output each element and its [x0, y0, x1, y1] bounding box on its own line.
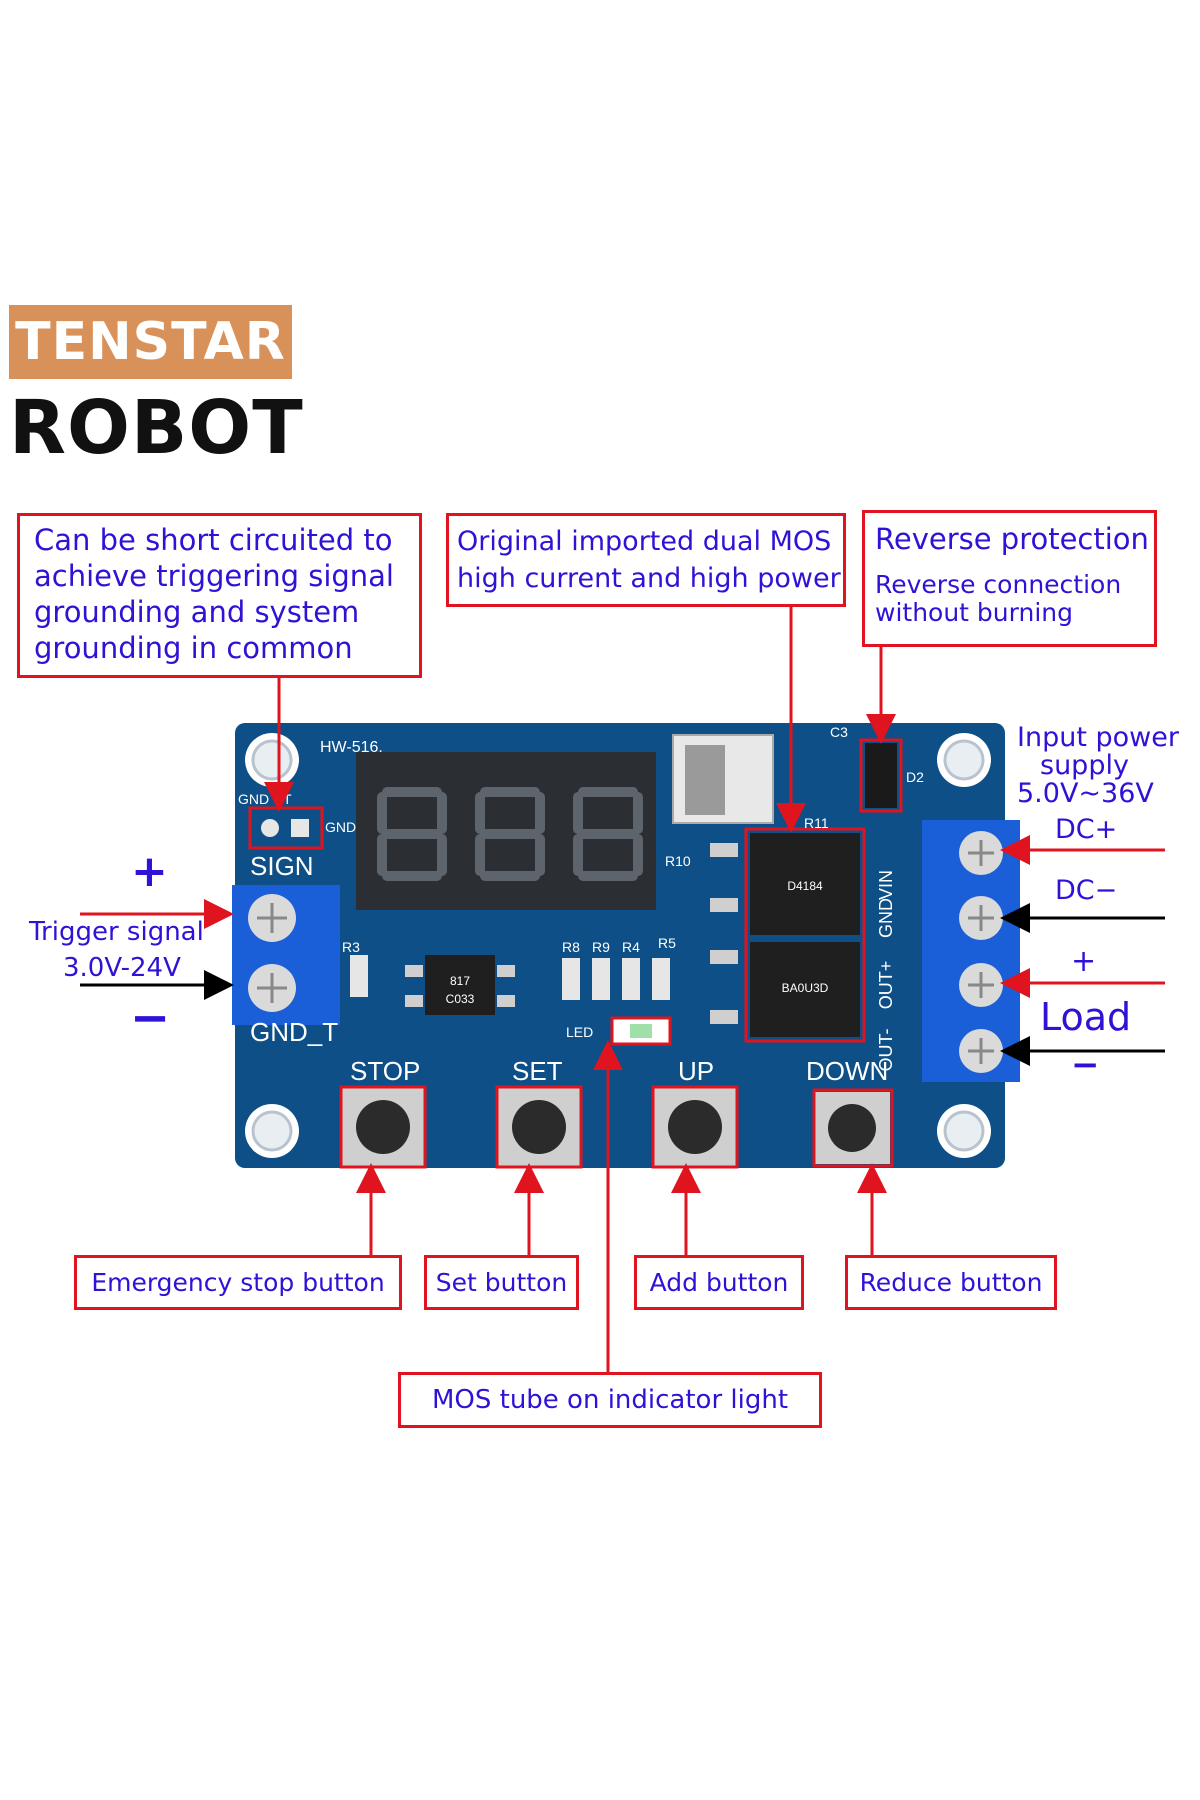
resistor-array	[350, 955, 670, 1000]
callout-set: Set button	[424, 1255, 579, 1310]
button-up	[653, 1087, 737, 1167]
mosfet-code-2: BA0U3D	[782, 981, 829, 995]
load-label: Load	[1040, 995, 1132, 1039]
silk-r11: R11	[804, 815, 829, 831]
power-screw-2	[959, 896, 1003, 940]
callout-reduce: Reduce button	[845, 1255, 1057, 1310]
mosfet-code: D4184	[787, 879, 823, 893]
input-power-label-2: supply	[1040, 750, 1129, 781]
mosfet-1	[750, 833, 860, 935]
silk-out-minus: OUT-	[876, 1028, 896, 1071]
silk-sign: SIGN	[250, 851, 314, 881]
trigger-screw-2	[248, 964, 296, 1012]
power-screw-3	[959, 963, 1003, 1007]
silk-out-plus: OUT+	[876, 961, 896, 1010]
callout-reverse-sub: Reverse connection without burning	[875, 570, 1122, 627]
input-power-label-3: 5.0V~36V	[1017, 778, 1154, 809]
mosfet-2	[750, 942, 860, 1037]
trigger-screw-1	[248, 894, 296, 942]
logo-tenstar: TENSTAR	[9, 305, 292, 379]
callout-stop: Emergency stop button	[74, 1255, 402, 1310]
silk-led: LED	[566, 1024, 593, 1040]
callout-stop-text: Emergency stop button	[91, 1268, 385, 1297]
input-power-label-1: Input power	[1017, 722, 1179, 753]
silk-vin: VIN	[876, 870, 896, 900]
trigger-signal-label: Trigger signal	[29, 917, 204, 947]
silk-gnd: GND	[238, 791, 269, 807]
silk-set: SET	[512, 1056, 563, 1086]
callout-short-circuit: Can be short circuited to achieve trigge…	[17, 513, 422, 678]
highlight-down	[812, 1088, 894, 1168]
silk-down: DOWN	[806, 1056, 888, 1086]
callout-led-text: MOS tube on indicator light	[431, 1385, 789, 1415]
silk-gnd-right: GND	[325, 819, 356, 835]
button-set	[497, 1087, 581, 1167]
opto-code-2: C033	[446, 992, 475, 1006]
silk-gnd-t: GND_T	[250, 1017, 338, 1047]
callout-reverse: Reverse protection Reverse connection wi…	[862, 510, 1157, 647]
power-screw-1	[959, 831, 1003, 875]
dc-minus-label: DC−	[1055, 875, 1118, 906]
mount-hole-br	[937, 1104, 991, 1158]
silk-r3: R3	[342, 939, 360, 955]
callout-short-circuit-text: Can be short circuited to achieve trigge…	[34, 523, 394, 665]
silk-gnd-v: GND	[876, 898, 896, 938]
callout-mos: Original imported dual MOS high current …	[446, 513, 846, 607]
board-model: HW-516.	[320, 739, 383, 756]
load-plus-label: +	[1071, 944, 1097, 979]
diode-d2	[865, 743, 897, 808]
callout-mos-text: Original imported dual MOS high current …	[457, 526, 841, 594]
silk-t: T	[283, 791, 292, 807]
callout-reverse-title: Reverse protection	[875, 522, 1149, 556]
callout-led: MOS tube on indicator light	[398, 1372, 822, 1428]
mount-hole-tl	[245, 733, 299, 787]
silk-r10: R10	[665, 853, 691, 869]
silk-r8: R8	[562, 939, 580, 955]
silk-r5: R5	[658, 935, 676, 951]
silk-r9: R9	[592, 939, 610, 955]
silk-r4: R4	[622, 939, 640, 955]
dc-plus-label: DC+	[1055, 814, 1118, 845]
silk-c3: C3	[830, 724, 848, 740]
silk-up: UP	[678, 1056, 714, 1086]
mount-hole-bl	[245, 1104, 299, 1158]
button-down	[814, 1092, 890, 1164]
trigger-plus-label: +	[131, 846, 168, 897]
trigger-minus-label: −	[130, 990, 171, 1046]
power-screw-4	[959, 1029, 1003, 1073]
trigger-voltage-label: 3.0V-24V	[63, 953, 181, 983]
optocoupler	[425, 955, 495, 1015]
opto-code: 817	[450, 974, 470, 988]
callout-reduce-text: Reduce button	[859, 1268, 1043, 1297]
silk-stop: STOP	[350, 1056, 420, 1086]
callout-set-text: Set button	[435, 1268, 568, 1297]
callout-add: Add button	[634, 1255, 804, 1310]
callout-add-text: Add button	[649, 1268, 789, 1297]
button-stop	[341, 1087, 425, 1167]
logo-robot: ROBOT	[9, 385, 304, 471]
silk-d2: D2	[906, 769, 924, 785]
mount-hole-tr	[937, 733, 991, 787]
